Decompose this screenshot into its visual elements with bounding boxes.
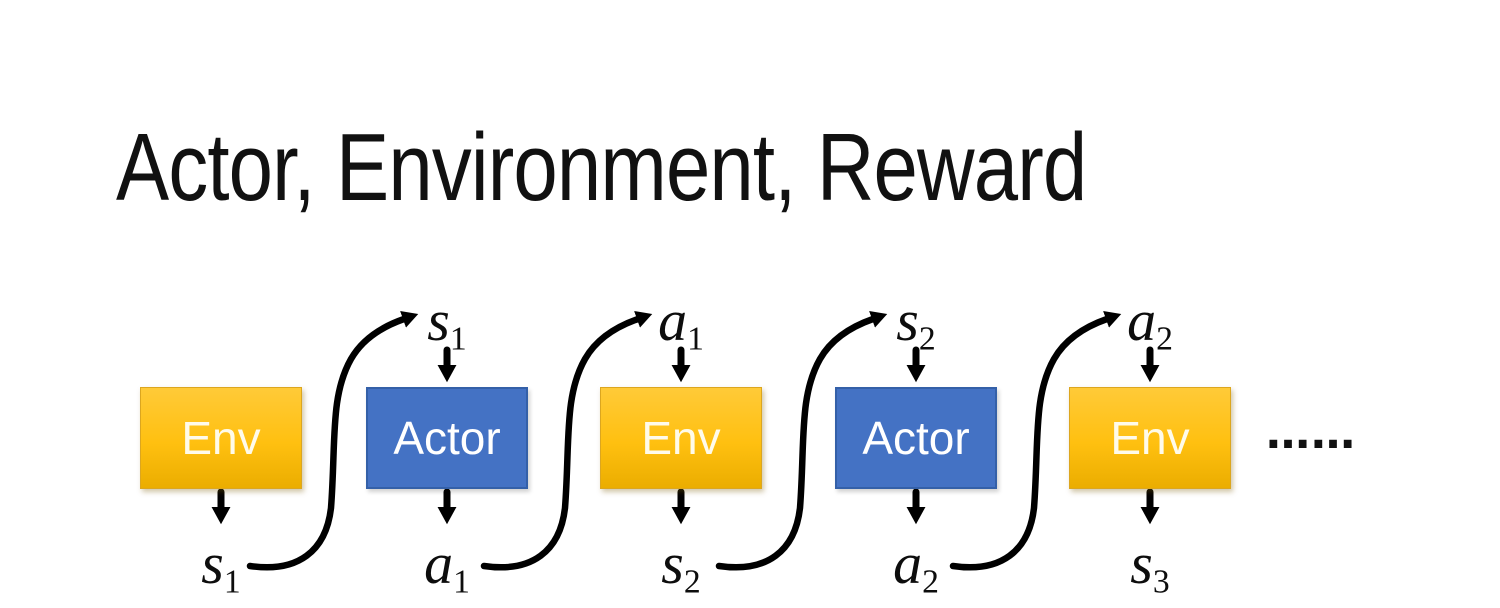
label-s1-bottom-base: s <box>201 531 224 596</box>
label-a1-top: a1 <box>658 292 704 356</box>
label-s2-top-base: s <box>896 288 919 353</box>
label-a2-bottom: a2 <box>893 535 939 599</box>
label-a2-top: a2 <box>1127 292 1173 356</box>
label-a2-bottom-base: a <box>893 531 923 596</box>
label-s2-bottom-base: s <box>661 531 684 596</box>
env-box-3: Env <box>1069 387 1231 489</box>
env-box-2: Env <box>600 387 762 489</box>
label-s1-bottom: s1 <box>201 535 240 599</box>
label-s3-bottom-sub: 3 <box>1152 563 1170 601</box>
label-s1-top-sub: 1 <box>449 320 467 358</box>
label-a1-bottom: a1 <box>424 535 470 599</box>
label-s2-bottom-sub: 2 <box>683 563 701 601</box>
label-s1-bottom-sub: 1 <box>223 563 241 601</box>
label-s1-top-base: s <box>427 288 450 353</box>
label-a2-bottom-sub: 2 <box>922 563 939 601</box>
page-title: Actor, Environment, Reward <box>116 114 1087 221</box>
actor-box-1: Actor <box>366 387 528 489</box>
label-s1-top: s1 <box>427 292 466 356</box>
label-s3-bottom: s3 <box>1130 535 1169 599</box>
label-a1-top-base: a <box>658 288 688 353</box>
label-a2-top-base: a <box>1127 288 1157 353</box>
env-box-1: Env <box>140 387 302 489</box>
label-a1-bottom-sub: 1 <box>453 563 470 601</box>
label-s2-bottom: s2 <box>661 535 700 599</box>
label-s2-top: s2 <box>896 292 935 356</box>
label-s3-bottom-base: s <box>1130 531 1153 596</box>
label-a2-top-sub: 2 <box>1156 320 1173 358</box>
actor-box-2: Actor <box>835 387 997 489</box>
label-s2-top-sub: 2 <box>918 320 936 358</box>
label-a1-bottom-base: a <box>424 531 454 596</box>
continuation-ellipsis: …… <box>1266 408 1356 459</box>
label-a1-top-sub: 1 <box>687 320 704 358</box>
